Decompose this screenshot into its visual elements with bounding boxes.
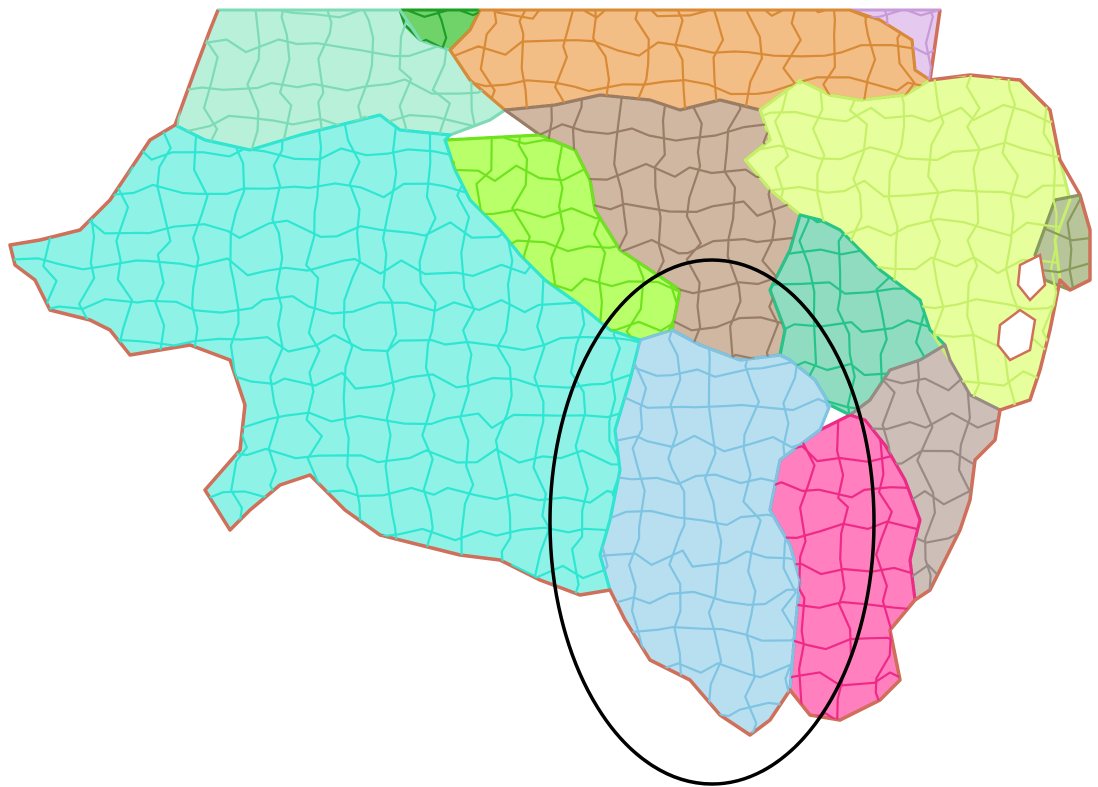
- enclave-hole-2: [1016, 253, 1047, 302]
- highlight-ellipse: [548, 258, 876, 786]
- enclave-hole-1: [996, 308, 1037, 362]
- coastline-border: [8, 9, 1092, 737]
